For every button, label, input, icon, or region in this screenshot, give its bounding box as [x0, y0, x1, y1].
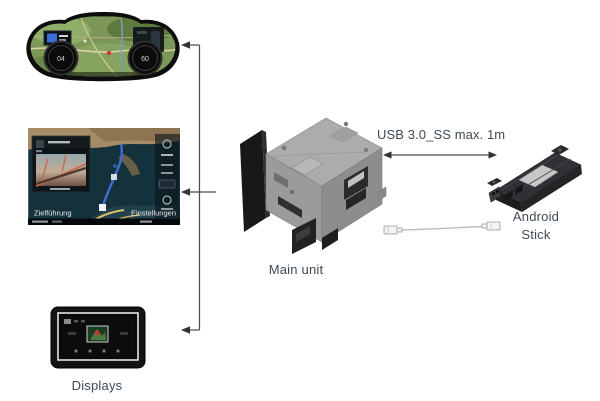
cluster-right-dial: 60	[127, 40, 163, 76]
displays-label: Displays	[71, 378, 123, 393]
arrow-to-small-display-icon	[181, 326, 200, 334]
nav-display-image: Zielführung Einstellungen	[28, 128, 180, 225]
nav-bridge-photo	[35, 154, 87, 187]
instrument-cluster-image: 04 60	[26, 12, 180, 82]
small-display-screen	[62, 317, 134, 356]
android-stick-label: Android Stick	[495, 208, 577, 243]
cluster-left-dial: 04	[43, 40, 79, 76]
nav-bottom-right-button: Einstellungen	[131, 209, 176, 218]
nav-inset-panel	[31, 135, 91, 193]
android-stick-image	[487, 145, 582, 212]
cluster-right-dial-value: 60	[141, 56, 149, 63]
usb-cable-image	[383, 221, 501, 235]
usb-cable-wire	[401, 225, 483, 231]
arrow-to-nav-display-icon	[181, 188, 216, 196]
nav-right-panel	[155, 134, 180, 218]
nav-route	[99, 143, 123, 211]
usb-length-arrow-icon	[383, 151, 497, 159]
small-display-image	[50, 306, 146, 369]
arrow-to-cluster-icon	[181, 41, 200, 49]
main-unit-body	[265, 117, 387, 254]
android-stick-label-line1: Android	[512, 209, 560, 224]
cluster-left-dial-value: 04	[57, 56, 65, 63]
main-unit-image	[240, 117, 387, 254]
android-stick-label-line2: Stick	[521, 226, 551, 242]
nav-bottom-left-button: Zielführung	[34, 209, 72, 218]
usb-connection-label: USB 3.0_SS max. 1m	[377, 127, 506, 142]
main-unit-label: Main unit	[268, 262, 324, 277]
nav-status-bar	[28, 218, 180, 225]
main-unit-front-frame	[240, 130, 270, 232]
android-stick-body	[487, 145, 582, 212]
